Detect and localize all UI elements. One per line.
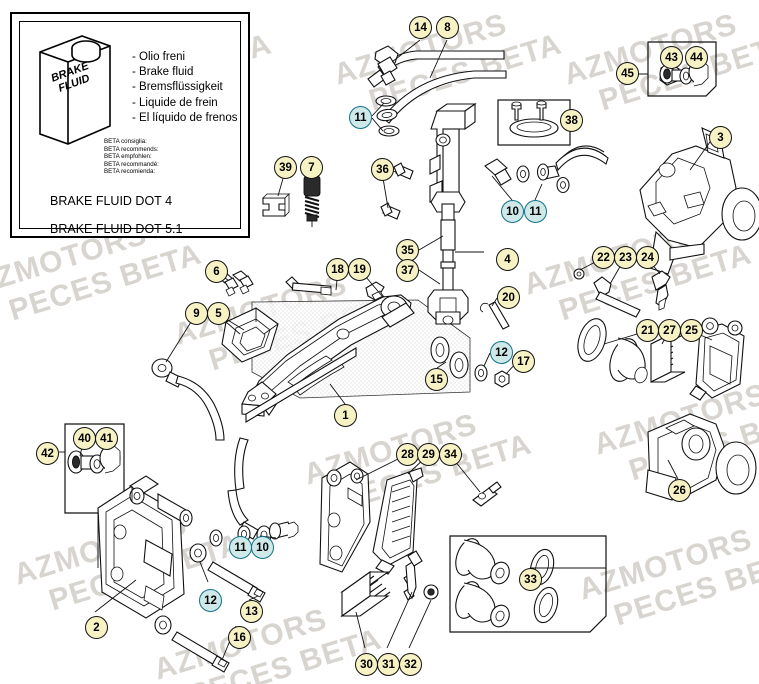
fluid-name-fr: - Liquide de frein: [132, 96, 218, 109]
piston-seals-part21: [577, 318, 648, 384]
callout-41[interactable]: 41: [95, 427, 118, 450]
spec-dot4: BRAKE FLUID DOT 4: [50, 194, 173, 208]
callout-33[interactable]: 33: [519, 568, 542, 591]
callout-16[interactable]: 16: [228, 626, 251, 649]
callout-22[interactable]: 22: [592, 246, 615, 269]
return-spring-part7: [303, 175, 321, 227]
front-brake-pads-part29: [372, 467, 424, 575]
callout-34[interactable]: 34: [439, 443, 462, 466]
pushrod-assembly-part4: [427, 219, 469, 325]
callout-6[interactable]: 6: [205, 260, 228, 283]
bracket-fastener-part6: [217, 270, 254, 297]
rear-brake-pads-part25: [689, 317, 745, 401]
callout-1[interactable]: 1: [334, 404, 357, 427]
fluid-name-es: - El líquido de frenos: [132, 111, 238, 124]
callout-5[interactable]: 5: [207, 302, 230, 325]
banjo-bolt-kit-upper: [484, 145, 609, 194]
callout-28[interactable]: 28: [396, 443, 419, 466]
callout-10[interactable]: 10: [501, 200, 524, 223]
beta-recommends-fr: BETA recommandé:: [104, 160, 159, 168]
callout-13[interactable]: 13: [240, 600, 263, 623]
callout-23[interactable]: 23: [614, 246, 637, 269]
caliper-bolts-13-16: [154, 543, 266, 673]
spec-dot51: BRAKE FLUID DOT 5.1: [50, 222, 183, 236]
caliper-bracket-part28: [319, 461, 371, 573]
pad-spring-part30: [340, 570, 391, 618]
piston-kit-part33: [449, 535, 607, 633]
callout-44[interactable]: 44: [685, 46, 708, 69]
retainer-clip-part39: [262, 193, 290, 217]
callout-43[interactable]: 43: [660, 46, 683, 69]
callout-19[interactable]: 19: [348, 258, 371, 281]
callout-14[interactable]: 14: [409, 16, 432, 39]
callout-32[interactable]: 32: [399, 653, 422, 676]
callout-27[interactable]: 27: [658, 319, 681, 342]
callout-40[interactable]: 40: [73, 427, 96, 450]
bleed-valve-part34: [472, 481, 502, 507]
callout-17[interactable]: 17: [512, 350, 535, 373]
callout-11[interactable]: 11: [229, 536, 252, 559]
rear-master-cylinder: [380, 102, 477, 221]
callout-21[interactable]: 21: [636, 319, 659, 342]
brake-pedal-part1: [241, 294, 415, 423]
beta-recommends-en: BETA recommends:: [104, 145, 159, 153]
callout-2[interactable]: 2: [85, 616, 108, 639]
caliper-carrier-part26: [645, 413, 757, 501]
callout-24[interactable]: 24: [636, 246, 659, 269]
rear-brake-hose-part8: [367, 45, 507, 137]
callout-29[interactable]: 29: [417, 443, 440, 466]
callout-37[interactable]: 37: [396, 259, 419, 282]
callout-4[interactable]: 4: [496, 248, 519, 271]
callout-9[interactable]: 9: [185, 302, 208, 325]
callout-12[interactable]: 12: [490, 341, 513, 364]
beta-recommends-de: BETA empfohlen:: [104, 153, 152, 161]
callout-7[interactable]: 7: [300, 156, 323, 179]
fluid-name-it: - Olio freni: [132, 51, 186, 63]
brake-fluid-legend-box: BRAKE FLUID - Olio freni - Brake fluid -…: [10, 12, 250, 238]
callout-3[interactable]: 3: [709, 126, 732, 149]
beta-recommends-list: BETA consiglia: BETA recommends: BETA em…: [104, 138, 159, 176]
callout-18[interactable]: 18: [326, 258, 349, 281]
pad-pin-hardware-22-23-24: [573, 268, 671, 318]
split-pin-part20: [479, 301, 510, 330]
callout-39[interactable]: 39: [274, 156, 297, 179]
callout-42[interactable]: 42: [36, 442, 59, 465]
callout-38[interactable]: 38: [560, 109, 583, 132]
callout-45[interactable]: 45: [616, 62, 639, 85]
callout-26[interactable]: 26: [668, 479, 691, 502]
callout-12[interactable]: 12: [199, 589, 222, 612]
callout-11[interactable]: 11: [349, 106, 372, 129]
pivot-hardware-15-12-17: [430, 336, 510, 388]
front-caliper-part2: [97, 475, 193, 619]
callout-10[interactable]: 10: [251, 536, 274, 559]
fluid-container-illustration: [39, 35, 111, 145]
pad-pin-part31: [403, 550, 439, 601]
front-brake-hose-part9: [151, 358, 225, 441]
callout-15[interactable]: 15: [425, 368, 448, 391]
beta-recommends-es: BETA recomienda:: [104, 168, 156, 176]
callout-31[interactable]: 31: [377, 653, 400, 676]
callout-11[interactable]: 11: [524, 200, 547, 223]
beta-recommends-it: BETA consiglia:: [104, 138, 147, 145]
legend-inner-border: BRAKE FLUID - Olio freni - Brake fluid -…: [19, 21, 241, 236]
callout-20[interactable]: 20: [497, 286, 520, 309]
callout-8[interactable]: 8: [436, 16, 459, 39]
callout-25[interactable]: 25: [680, 319, 703, 342]
reservoir-cap-kit-part38: [497, 99, 571, 146]
callout-35[interactable]: 35: [396, 239, 419, 262]
callout-36[interactable]: 36: [371, 158, 394, 181]
callout-30[interactable]: 30: [355, 653, 378, 676]
fluid-name-de: - Bremsflüssigkeit: [132, 81, 223, 94]
fluid-name-list: - Olio freni - Brake fluid - Bremsflüssi…: [132, 50, 237, 126]
fluid-name-en: - Brake fluid: [132, 66, 194, 79]
